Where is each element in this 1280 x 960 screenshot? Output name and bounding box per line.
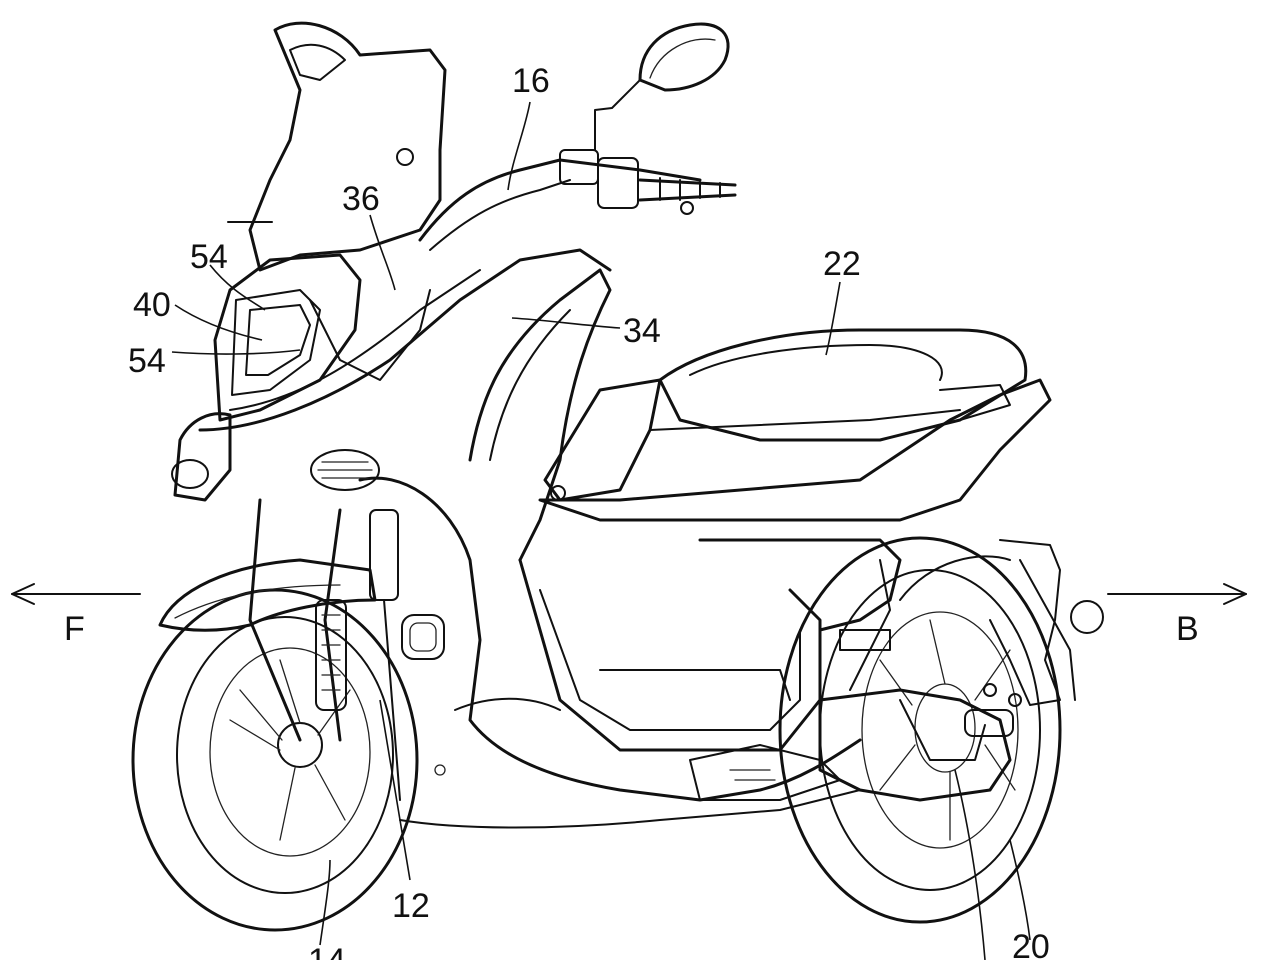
ref-label-22: 22 [823,245,861,283]
ref-label-16: 16 [512,62,550,100]
front-cowl-36 [172,255,379,500]
back-direction-arrow [1108,584,1246,604]
front-wheel-14 [133,590,417,930]
ref-label-12: 12 [392,887,430,925]
ref-label-54-lower: 54 [128,342,166,380]
rear-wheel-20 [780,538,1060,922]
rear-swingarm [820,540,1103,800]
seat-22 [540,330,1050,520]
ref-label-14: 14 [308,942,346,960]
handlebar-16 [420,24,735,250]
ref-label-36: 36 [342,180,380,218]
ref-label-54-upper: 54 [190,238,228,276]
rear-body [700,540,1010,690]
front-direction-label: F [64,610,85,648]
back-direction-label: B [1176,610,1199,648]
leader-lines [172,102,1030,960]
ref-label-34: 34 [623,312,661,350]
front-direction-arrow [12,584,140,604]
ref-label-40: 40 [133,286,171,324]
windscreen [228,23,445,270]
ref-label-20: 20 [1012,928,1050,960]
